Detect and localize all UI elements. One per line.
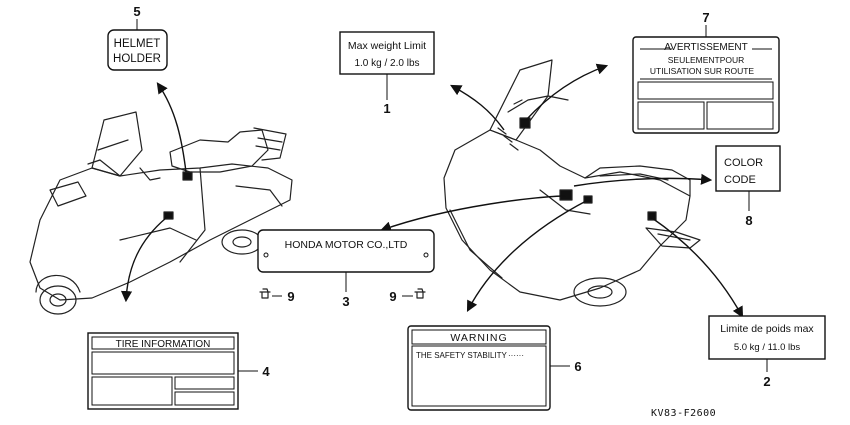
honda-motor-plate xyxy=(257,229,435,273)
warning-label xyxy=(407,325,551,411)
arrow-to-helmet-holder xyxy=(156,82,187,173)
left-scooter-drawing xyxy=(29,111,293,315)
max-weight-line2: 1.0 kg / 2.0 lbs xyxy=(354,58,419,69)
helmet-holder-label xyxy=(107,29,168,71)
callout-number-9a: 9 xyxy=(287,289,294,304)
arrow-to-max-weight-label xyxy=(450,84,505,131)
label-6-group: WARNING THE SAFETY STABILITY ······ 6 xyxy=(407,325,582,411)
callout-number-4: 4 xyxy=(262,364,270,379)
callout-number-1: 1 xyxy=(383,101,390,116)
avertissement-line2: UTILISATION SUR ROUTE xyxy=(650,66,755,76)
svg-text:······: ······ xyxy=(508,351,524,360)
arrow-to-color-code xyxy=(573,173,713,187)
max-weight-line1: Max weight Limit xyxy=(348,40,426,52)
avertissement-label xyxy=(632,36,780,134)
rivet-right: 9 xyxy=(389,288,426,304)
label-2-group: Limite de poids max 5.0 kg / 11.0 lbs 2 xyxy=(708,315,826,389)
color-code-line2: CODE xyxy=(724,174,756,186)
label-4-group: TIRE INFORMATION 4 xyxy=(87,332,270,410)
arrow-to-warning-label xyxy=(466,199,589,312)
label-7-group: 7 AVERTISSEMENT SEULEMENTPOUR UTILISATIO… xyxy=(632,10,780,134)
warning-header: WARNING xyxy=(450,332,507,344)
limite-poids-line1: Limite de poids max xyxy=(720,323,814,335)
diagram-code: KV83-F2600 xyxy=(651,408,716,419)
leader-arrows xyxy=(120,63,744,318)
arrow-to-honda-plate xyxy=(379,195,567,233)
arrow-to-limite-label xyxy=(651,217,744,318)
arrow-to-avertissement-label xyxy=(525,63,609,121)
callout-number-6: 6 xyxy=(574,359,581,374)
limite-poids-line2: 5.0 kg / 11.0 lbs xyxy=(734,342,801,353)
label-5-group: 5 HELMET HOLDER xyxy=(107,4,168,71)
callout-number-8: 8 xyxy=(745,213,752,228)
color-code-label xyxy=(715,145,781,192)
tire-information-label xyxy=(87,332,239,410)
color-code-line1: COLOR xyxy=(724,157,763,169)
arrow-to-tire-information xyxy=(120,217,167,303)
callout-number-2: 2 xyxy=(763,374,770,389)
callout-number-3: 3 xyxy=(342,294,349,309)
helmet-holder-line2: HOLDER xyxy=(113,53,161,65)
callout-number-5: 5 xyxy=(133,4,140,19)
avertissement-header: AVERTISSEMENT xyxy=(664,42,748,53)
honda-motor-text: HONDA MOTOR CO.,LTD xyxy=(285,239,408,251)
label-8-group: COLOR CODE 8 xyxy=(715,145,781,228)
limite-poids-label xyxy=(708,315,826,360)
callout-number-7: 7 xyxy=(702,10,709,25)
label-3-group: HONDA MOTOR CO.,LTD 3 xyxy=(257,229,435,309)
avertissement-line1: SEULEMENTPOUR xyxy=(668,55,745,65)
callout-number-9b: 9 xyxy=(389,289,396,304)
tire-information-header: TIRE INFORMATION xyxy=(116,339,211,350)
label-1-group: Max weight Limit 1.0 kg / 2.0 lbs 1 xyxy=(339,31,435,116)
helmet-holder-line1: HELMET xyxy=(114,38,161,50)
rivet-left: 9 xyxy=(259,288,295,304)
max-weight-label xyxy=(339,31,435,75)
warning-text: THE SAFETY STABILITY xyxy=(416,351,508,360)
